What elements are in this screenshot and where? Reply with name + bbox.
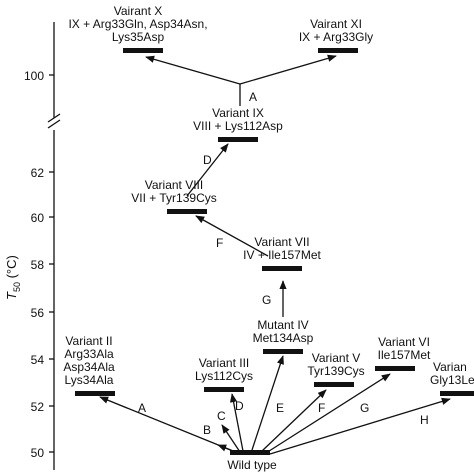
- arrow-label-g1: G: [360, 401, 369, 415]
- svg-text:IX + Arg33Gly: IX + Arg33Gly: [299, 30, 373, 44]
- label-wild-type: Wild type: [227, 458, 277, 472]
- arrow-label-b: B: [203, 423, 211, 437]
- svg-text:Variant VI: Variant VI: [378, 335, 430, 349]
- svg-text:Variant VII: Variant VII: [254, 235, 309, 249]
- arrow-label-h: H: [420, 413, 429, 427]
- svg-text:Variant II: Variant II: [65, 334, 112, 348]
- bar-variant-vii: [262, 266, 302, 271]
- bar-variant-vi: [375, 366, 415, 371]
- arrow-d1: [229, 393, 244, 452]
- tick-56: 56: [31, 306, 45, 320]
- arrow-e: [251, 355, 284, 451]
- label-variant-viii: Variant VIII VII + Tyr139Cys: [131, 178, 216, 205]
- arrow-a2-left: [145, 55, 241, 85]
- bar-wild-type: [230, 450, 270, 455]
- bar-mutant-iv: [263, 349, 303, 354]
- svg-text:Lys34Ala: Lys34Ala: [65, 373, 114, 387]
- svg-text:VIII + Lys112Asp: VIII + Lys112Asp: [193, 119, 283, 133]
- svg-text:Ile157Met: Ile157Met: [378, 348, 431, 362]
- arrow-label-a2: A: [249, 90, 257, 104]
- arrow-label-a1: A: [138, 401, 146, 415]
- svg-text:Mutant IV: Mutant IV: [257, 318, 308, 332]
- tick-52: 52: [31, 400, 45, 414]
- svg-text:Lys35Asp: Lys35Asp: [112, 30, 165, 44]
- arrow-f1: [261, 389, 327, 452]
- svg-text:Asp34Ala: Asp34Ala: [63, 360, 115, 374]
- arrow-label-f1: F: [318, 401, 325, 415]
- svg-text:Arg33Ala: Arg33Ala: [64, 347, 114, 361]
- arrow-a2-right: [239, 54, 337, 85]
- label-variant-vii: Variant VII IV + Ile157Met: [243, 235, 321, 262]
- bar-variant-viii: [167, 209, 207, 214]
- svg-text:Variant III: Variant III: [199, 356, 249, 370]
- arrow-label-g2: G: [262, 293, 271, 307]
- arrow-c: [221, 424, 241, 453]
- bar-variant-cut: [440, 391, 474, 396]
- label-variant-x: Vairant X IX + Arg33Gln, Asp34Asn, Lys35…: [68, 4, 207, 44]
- svg-text:Vairant XI: Vairant XI: [310, 17, 362, 31]
- bar-variant-iii: [204, 387, 244, 392]
- arrow-label-e: E: [276, 401, 284, 415]
- bar-variant-ix: [218, 137, 258, 142]
- svg-text:VII + Tyr139Cys: VII + Tyr139Cys: [131, 191, 216, 205]
- arrow-label-c: C: [217, 409, 226, 423]
- tick-60: 60: [31, 211, 45, 225]
- arrow-b: [217, 444, 239, 454]
- svg-text:IV + Ile157Met: IV + Ile157Met: [243, 248, 321, 262]
- svg-text:Variant IX: Variant IX: [212, 106, 264, 120]
- tick-58: 58: [31, 258, 45, 272]
- label-variant-ix: Variant IX VIII + Lys112Asp: [193, 106, 283, 133]
- label-variant-xi: Vairant XI IX + Arg33Gly: [299, 17, 373, 44]
- label-variant-iii: Variant III Lys112Cys: [195, 356, 253, 383]
- level-bars: [75, 48, 474, 455]
- tick-50: 50: [31, 446, 45, 460]
- arrow-label-d1: D: [235, 399, 244, 413]
- svg-text:Variant V: Variant V: [312, 351, 360, 365]
- label-mutant-iv: Mutant IV Met134Asp: [253, 318, 314, 345]
- svg-text:Varian: Varian: [433, 360, 467, 374]
- y-axis-title: T50 (°C): [4, 255, 22, 300]
- svg-text:Vairant X: Vairant X: [114, 4, 162, 18]
- y-tick-labels: 100 62 60 58 56 54 52 50: [24, 69, 44, 460]
- arrow-label-d2: D: [203, 153, 212, 167]
- tick-100: 100: [24, 69, 44, 83]
- bar-variant-ii: [75, 391, 115, 396]
- svg-text:Gly13Le: Gly13Le: [430, 373, 474, 387]
- label-variant-vi: Variant VI Ile157Met: [378, 335, 431, 362]
- tick-54: 54: [31, 353, 45, 367]
- arrow-label-f2: F: [216, 236, 223, 250]
- svg-text:Tyr139Cys: Tyr139Cys: [307, 364, 364, 378]
- bar-variant-v: [314, 382, 354, 387]
- label-variant-v: Variant V Tyr139Cys: [307, 351, 364, 378]
- arrows: [99, 54, 451, 455]
- arrow-d2: [186, 143, 229, 197]
- svg-text:Met134Asp: Met134Asp: [253, 331, 314, 345]
- tick-62: 62: [31, 166, 45, 180]
- label-variant-cut: Varian Gly13Le: [430, 360, 474, 387]
- arrow-letters: A B C D E F G H G F D A: [138, 90, 429, 437]
- svg-text:Lys112Cys: Lys112Cys: [195, 369, 253, 383]
- arrow-h: [269, 397, 451, 455]
- label-variant-ii: Variant II Arg33Ala Asp34Ala Lys34Ala: [63, 334, 115, 387]
- bar-variant-xi: [318, 48, 358, 53]
- arrow-g1: [265, 373, 391, 454]
- svg-text:IX + Arg33Gln, Asp34Asn,: IX + Arg33Gln, Asp34Asn,: [68, 17, 207, 31]
- arrow-a1: [99, 396, 239, 454]
- arrow-f2: [195, 215, 269, 257]
- svg-text:Variant VIII: Variant VIII: [145, 178, 203, 192]
- y-axis: [47, 22, 61, 470]
- variant-labels: Wild type Variant II Arg33Ala Asp34Ala L…: [63, 4, 474, 472]
- bar-variant-x: [123, 48, 163, 53]
